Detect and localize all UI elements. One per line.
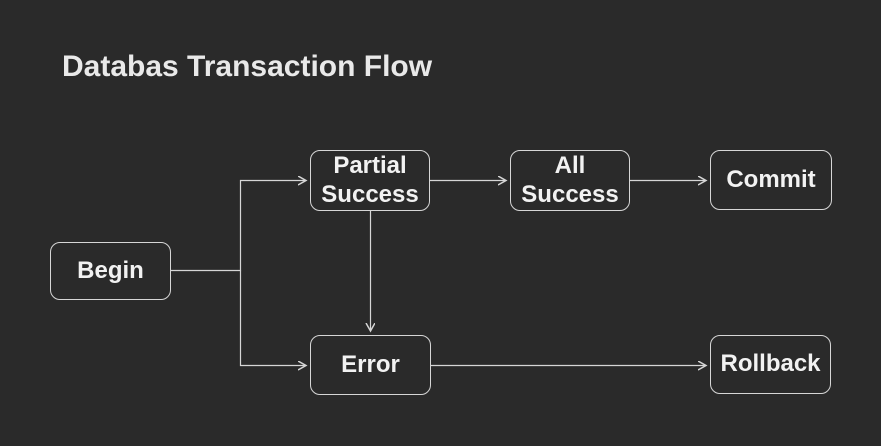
node-error: Error [310, 335, 431, 395]
node-partial-success: Partial Success [310, 150, 430, 211]
edge-begin-to-error [239, 270, 307, 366]
diagram-title: Databas Transaction Flow [62, 50, 433, 83]
edge-begin-to-partial-success [170, 181, 307, 272]
node-all-success: All Success [510, 150, 630, 211]
node-commit: Commit [710, 150, 832, 210]
node-begin: Begin [50, 242, 171, 300]
node-rollback: Rollback [710, 335, 831, 394]
